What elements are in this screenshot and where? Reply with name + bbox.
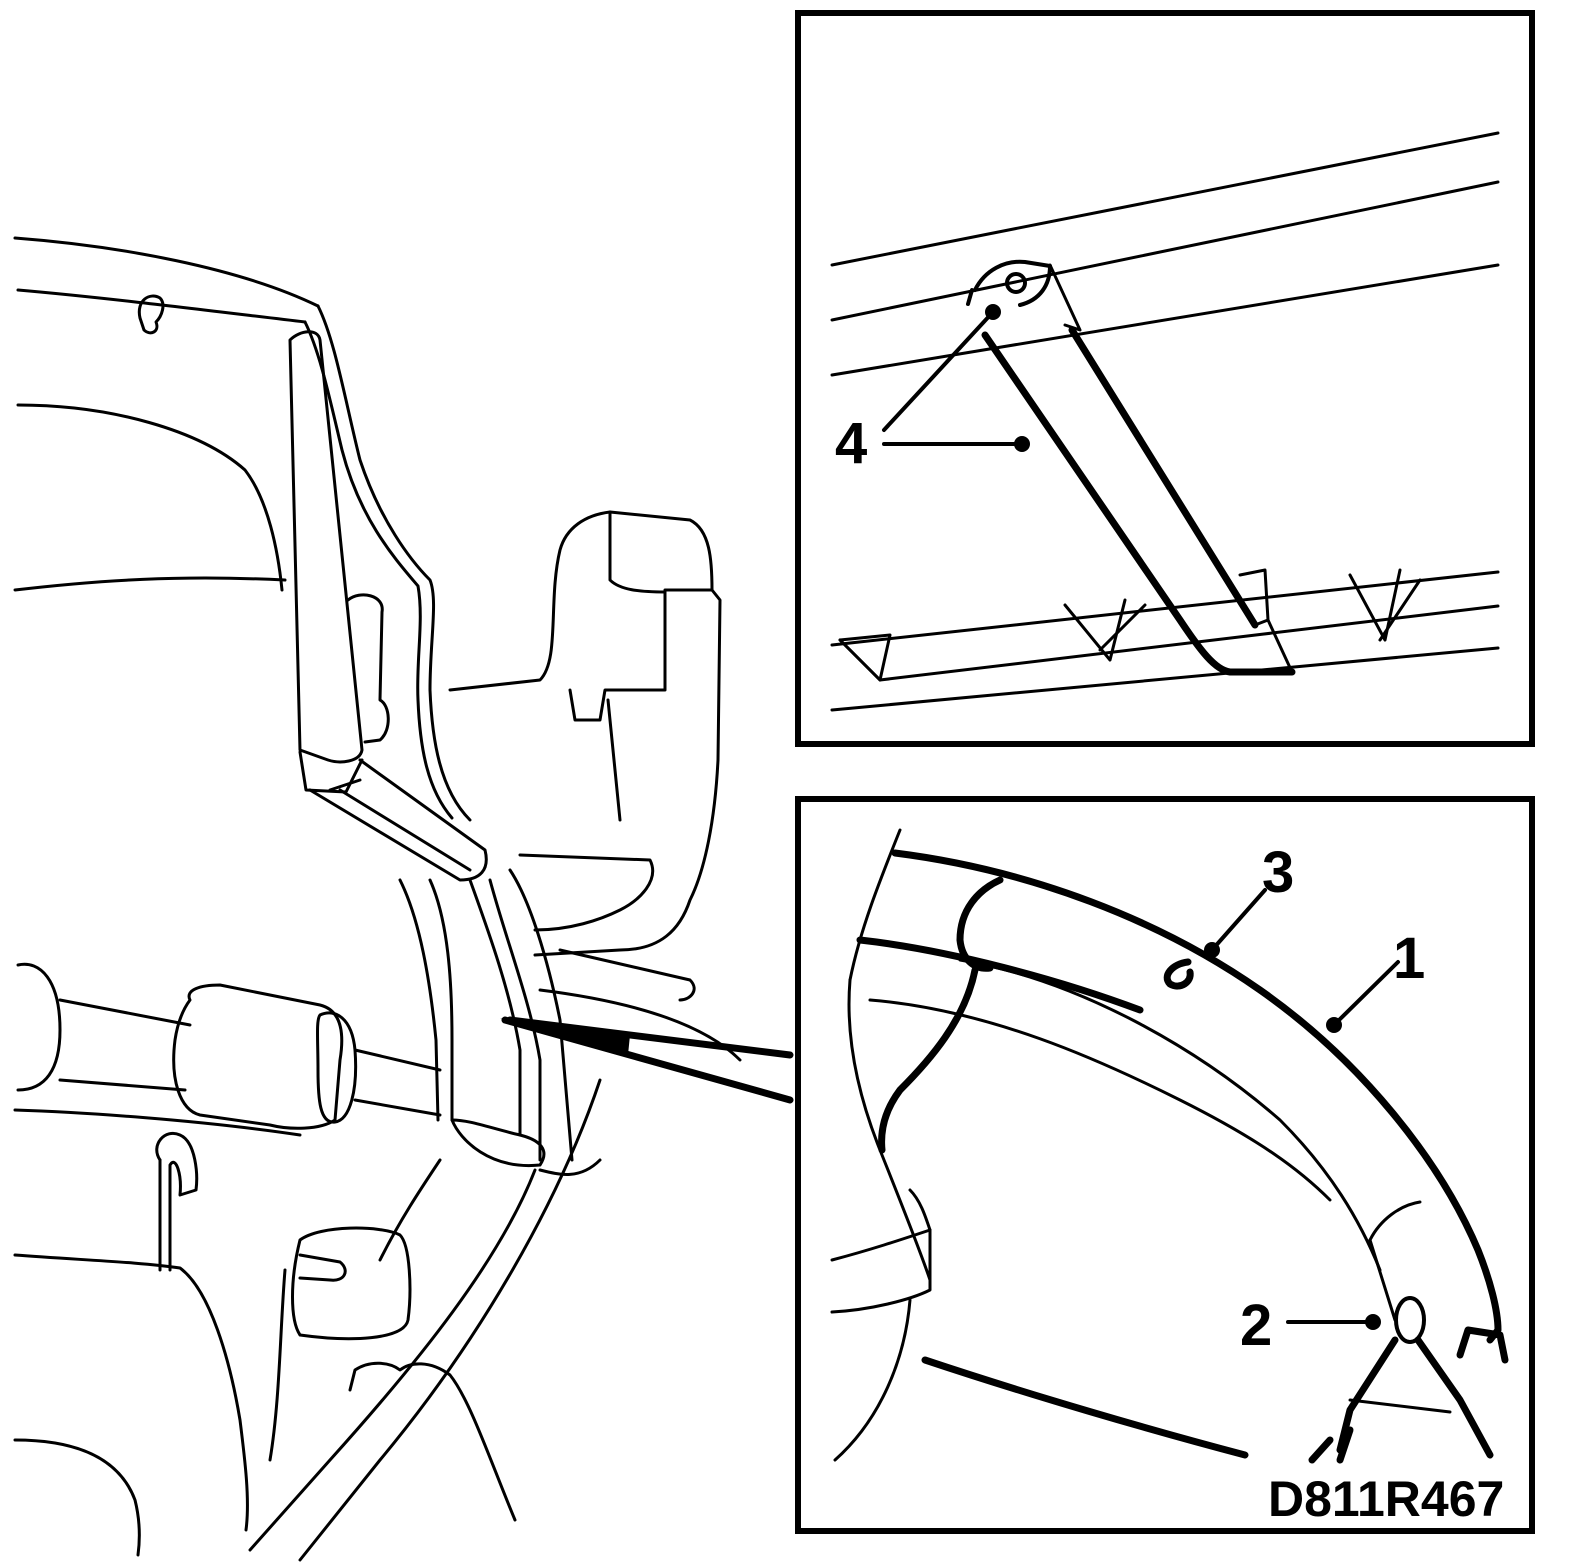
upper-inset: 4 xyxy=(795,10,1535,747)
figure-code: D811R467 xyxy=(1268,1471,1504,1527)
callout-3-label: 3 xyxy=(1262,840,1294,905)
callout-2-label: 2 xyxy=(1240,1293,1272,1358)
main-view xyxy=(13,236,794,1562)
upper-inset-frame xyxy=(795,10,1535,747)
callout-1-label: 1 xyxy=(1393,926,1425,991)
lower-inset: 3 1 2 D811R467 xyxy=(795,796,1535,1534)
lower-inset-frame xyxy=(795,796,1535,1534)
callout-4-label: 4 xyxy=(835,411,867,476)
